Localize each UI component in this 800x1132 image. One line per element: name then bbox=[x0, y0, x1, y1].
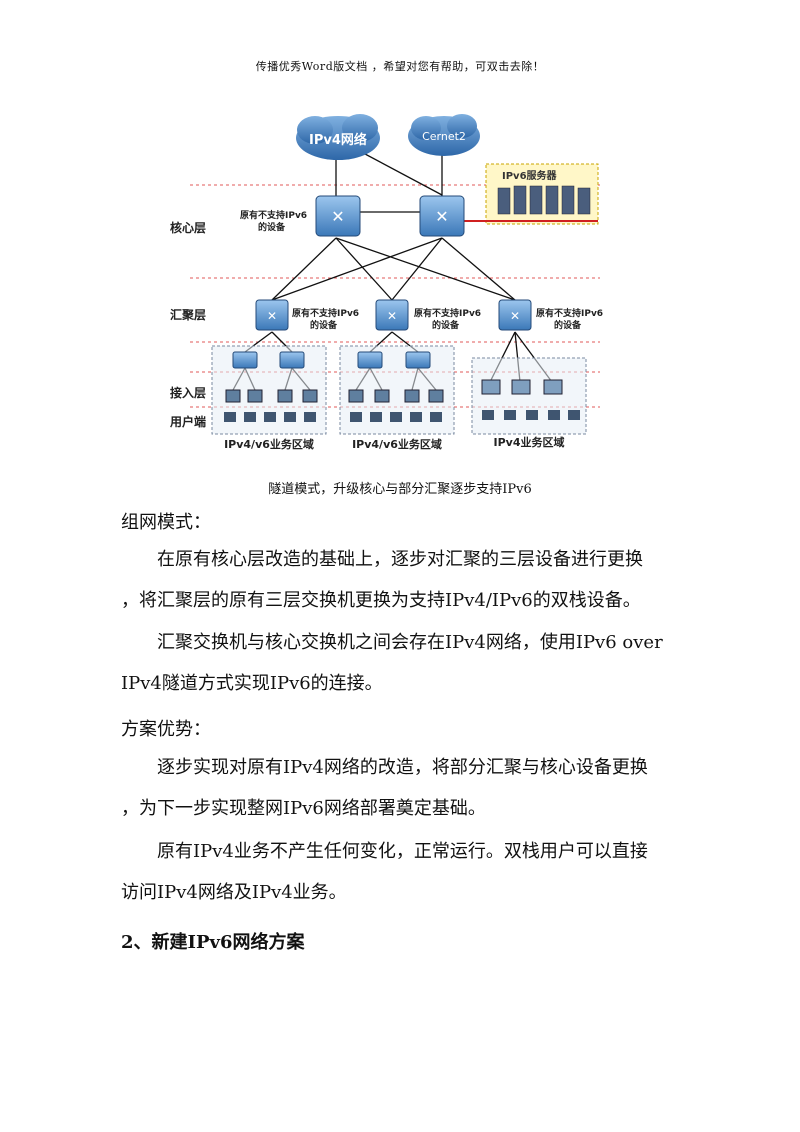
paragraph-2-line-2: IPv4隧道方式实现IPv6的连接。 bbox=[121, 673, 383, 694]
paragraph-4-line-1: 原有IPv4业务不产生任何变化，正常运行。双栈用户可以直接 bbox=[157, 841, 648, 862]
agg-switch-2: ✕ bbox=[375, 299, 409, 331]
layer-agg-label: 汇聚层 bbox=[170, 308, 206, 322]
cloud-ipv4: IPv4网络 bbox=[296, 114, 380, 160]
core-note-line1: 原有不支持IPv6 bbox=[240, 209, 307, 221]
paragraph-4-line-2: 访问IPv4网络及IPv4业务。 bbox=[121, 882, 347, 903]
paragraph-3-line-1: 逐步实现对原有IPv4网络的改造，将部分汇聚与核心设备更换 bbox=[157, 757, 648, 778]
agg2-note-line1: 原有不支持IPv6 bbox=[414, 307, 481, 319]
svg-text:✕: ✕ bbox=[267, 309, 277, 323]
figure-caption: 隧道模式，升级核心与部分汇聚逐步支持IPv6 bbox=[268, 482, 532, 497]
layer-access-label: 接入层 bbox=[170, 385, 206, 400]
core-switch-right: ✕ bbox=[419, 195, 465, 237]
paragraph-1-line-2: ，将汇聚层的原有三层交换机更换为支持IPv4/IPv6的双栈设备。 bbox=[121, 590, 641, 611]
ipv6-server-label: IPv6服务器 bbox=[502, 169, 558, 182]
agg1-note-line2: 的设备 bbox=[310, 319, 338, 331]
agg3-note-line2: 的设备 bbox=[554, 319, 582, 331]
page-header: 传播优秀Word版文档 ，希望对您有帮助，可双击去除！ bbox=[255, 60, 545, 73]
ipv6-server-group: IPv6服务器 bbox=[464, 163, 599, 225]
paragraph-1-line-1: 在原有核心层改造的基础上，逐步对汇聚的三层设备进行更换 bbox=[157, 549, 643, 570]
svg-text:✕: ✕ bbox=[510, 309, 520, 323]
cloud-cernet2: Cernet2 bbox=[408, 114, 480, 156]
section-title-new-ipv6: 2、新建IPv6网络方案 bbox=[121, 932, 305, 953]
agg-switch-3: ✕ bbox=[498, 299, 532, 331]
agg-switch-1: ✕ bbox=[255, 299, 289, 331]
network-diagram: IPv6服务器 bbox=[160, 100, 620, 460]
agg1-note-line1: 原有不支持IPv6 bbox=[292, 307, 359, 319]
links bbox=[232, 145, 553, 391]
zone-label-3: IPv4业务区域 bbox=[494, 435, 565, 449]
zone-box-3 bbox=[471, 357, 587, 435]
agg2-note-line2: 的设备 bbox=[432, 319, 460, 331]
cloud-ipv4-label: IPv4网络 bbox=[309, 132, 367, 148]
svg-text:✕: ✕ bbox=[387, 309, 397, 323]
cloud-cernet2-label: Cernet2 bbox=[422, 130, 466, 143]
layer-user-label: 用户端 bbox=[169, 414, 206, 429]
core-note-line2: 的设备 bbox=[258, 221, 286, 233]
section-title-networking-mode: 组网模式： bbox=[121, 512, 211, 533]
svg-text:✕: ✕ bbox=[435, 207, 448, 226]
layer-core-label: 核心层 bbox=[170, 220, 206, 235]
zone-label-1: IPv4/v6业务区域 bbox=[224, 437, 314, 451]
paragraph-2-line-1: 汇聚交换机与核心交换机之间会存在IPv4网络，使用IPv6 over bbox=[157, 632, 663, 653]
svg-text:✕: ✕ bbox=[331, 207, 344, 226]
agg3-note-line1: 原有不支持IPv6 bbox=[536, 307, 603, 319]
paragraph-3-line-2: ，为下一步实现整网IPv6网络部署奠定基础。 bbox=[121, 798, 486, 819]
core-switch-left: ✕ bbox=[315, 195, 361, 237]
zone-label-2: IPv4/v6业务区域 bbox=[352, 437, 442, 451]
section-title-advantages: 方案优势： bbox=[121, 719, 211, 740]
